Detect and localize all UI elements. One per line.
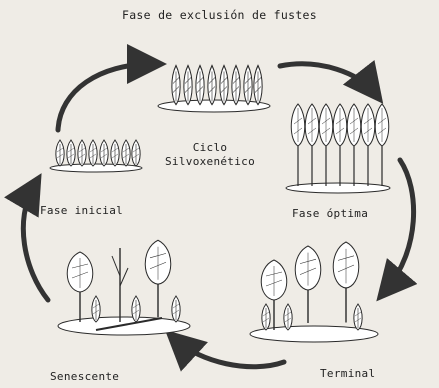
stage-terminal-illustration — [250, 242, 378, 342]
arrow-terminal-to-senescent — [176, 340, 284, 367]
arrow-exclusion-to-optima — [280, 64, 374, 92]
stage-optima-illustration — [286, 104, 390, 193]
arrow-senescent-to-initial — [23, 186, 48, 300]
stage-initial-illustration — [50, 140, 142, 172]
stage-senescent-illustration — [58, 240, 190, 335]
arrow-optima-to-terminal — [386, 160, 414, 290]
stage-exclusion-illustration — [158, 66, 270, 113]
arrow-initial-to-exclusion — [58, 64, 152, 130]
